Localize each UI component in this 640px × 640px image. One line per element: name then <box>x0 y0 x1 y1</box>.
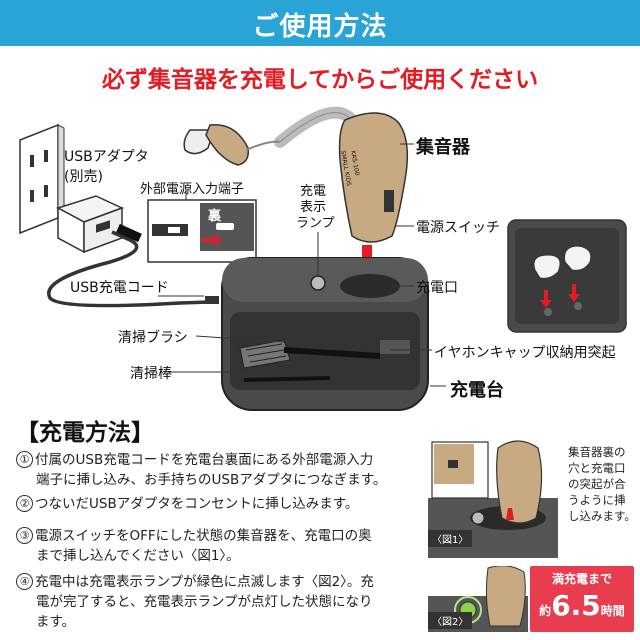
figure-2-tag: 〈図2〉 <box>428 612 473 629</box>
charge-lamp-label-2: 表示 <box>300 200 327 215</box>
step-number: ③ <box>16 527 33 544</box>
figure-1: 〈図1〉 集音器裏の 穴と充電口 の突起が合 うように挿 し込みます。 <box>428 438 640 558</box>
badge-line-1: 満充電まで <box>551 572 612 586</box>
earcap-holder-label: イヤホンキャップ収納用突起 <box>434 345 616 361</box>
hearing-aid-icon <box>274 106 409 243</box>
ext-power-port-label: 外部電源入力端子 <box>140 182 245 197</box>
note-line: うように挿 <box>568 493 626 507</box>
badge-suffix: 時間 <box>600 604 625 618</box>
charge-lamp-label-1: 充電 <box>300 184 327 199</box>
port-inset <box>147 199 257 263</box>
note-line: 穴と充電口 <box>568 461 626 475</box>
hearing-aid-label: 集音器 <box>416 137 470 158</box>
figure-2: 〈図2〉 <box>428 565 528 632</box>
note-line: の突起が合 <box>568 477 626 491</box>
step-text: 充電中は充電表示ランプが緑色に点滅します〈図2〉。充 <box>35 574 374 590</box>
step-text: 電が完了すると、充電表示ランプが点灯した状態になり <box>36 594 373 610</box>
stick-label: 清掃棒 <box>130 366 172 382</box>
section-title: 【充電方法】 <box>16 420 154 446</box>
step-number: ④ <box>16 573 33 590</box>
page-title: ご使用方法 <box>252 12 388 42</box>
step-text: まで挿し込んでください〈図1〉。 <box>36 548 240 564</box>
charger-label: 充電台 <box>450 380 504 401</box>
usb-adapter-sub-label: (別売) <box>64 169 103 185</box>
charger-illustration <box>19 106 627 411</box>
badge-prefix: 約 <box>539 604 552 618</box>
step-text: 付属のUSB充電コードを充電台裏面にある外部電源入力 <box>35 452 374 468</box>
charge-port-label: 充電口 <box>416 280 458 296</box>
micro-usb-plug-icon <box>205 296 219 304</box>
badge-line-2: 約6.5時間 <box>530 589 634 622</box>
ear-tip-icon <box>183 123 281 166</box>
badge-value: 6.5 <box>551 589 601 622</box>
step-number: ② <box>16 495 33 512</box>
brush-label: 清掃ブラシ <box>118 330 188 346</box>
full-charge-badge: 満充電まで 約6.5時間 <box>530 566 634 632</box>
step-text: つないだUSBアダプタをコンセントに挿し込みます。 <box>35 496 359 512</box>
earcap-holder-inset <box>507 219 627 333</box>
step-text: 端子に挿し込み、お手持ちのUSBアダプタにつなぎます。 <box>36 472 387 488</box>
step-number: ① <box>16 451 33 468</box>
usb-adapter-label: USBアダプタ <box>64 149 149 165</box>
power-switch-label: 電源スイッチ <box>416 220 500 236</box>
usb-adapter-icon <box>56 195 124 254</box>
charge-warning: 必ず集音器を充電してからご使用ください <box>101 67 539 93</box>
header-bar <box>0 0 640 46</box>
usb-cord <box>47 230 211 308</box>
charge-lamp-label-3: ランプ <box>296 216 335 231</box>
step-text: ます。 <box>36 614 76 630</box>
step-text: 電源スイッチをOFFにした状態の集音器を、充電口の奥 <box>35 528 372 544</box>
figure-1-tag: 〈図1〉 <box>428 530 473 547</box>
usb-cord-label: USB充電コード <box>70 280 169 296</box>
back-side-label: 裏 <box>208 209 222 224</box>
note-line: し込みます。 <box>568 509 636 523</box>
note-line: 集音器裏の <box>568 445 626 459</box>
figure-1-note: 集音器裏の 穴と充電口 の突起が合 うように挿 し込みます。 <box>568 444 636 524</box>
charger-body <box>221 257 429 411</box>
figure-1-illustration <box>428 440 558 558</box>
